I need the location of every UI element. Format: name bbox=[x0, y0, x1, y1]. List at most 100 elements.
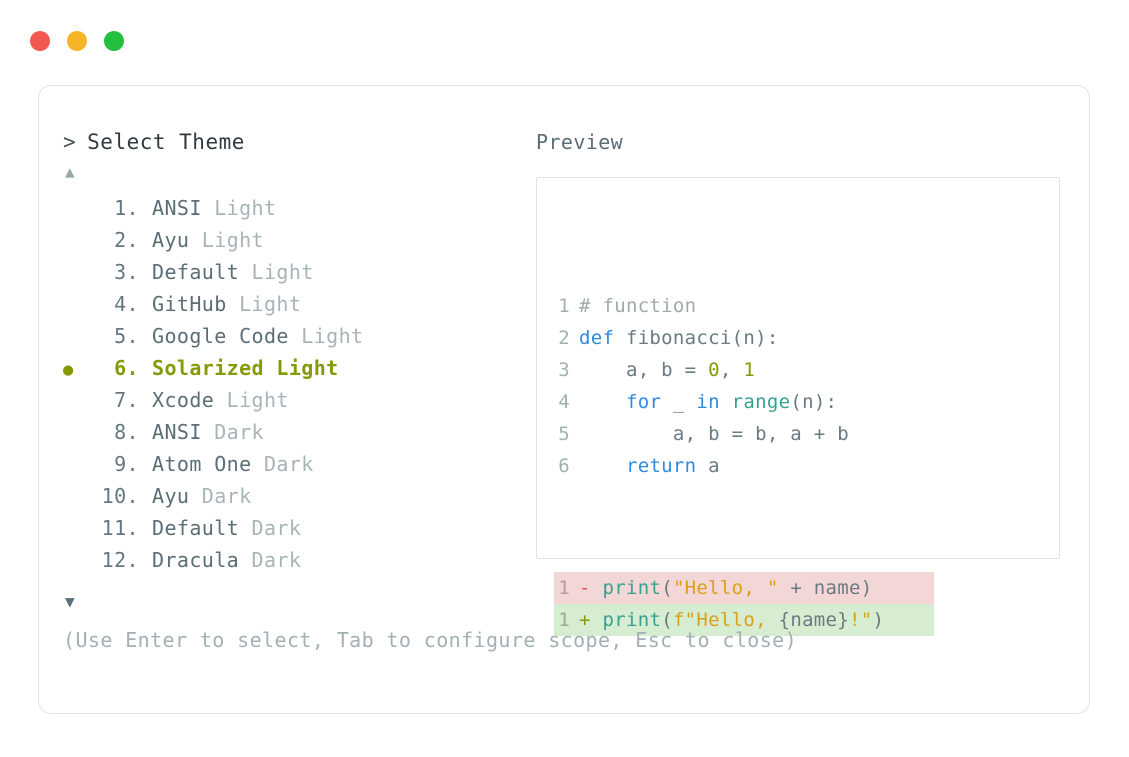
code-line: 3 a, b = 0, 1 bbox=[554, 354, 934, 386]
theme-list-item[interactable]: 12. Dracula Dark bbox=[63, 544, 533, 576]
scroll-up-arrow-icon[interactable]: ▲ bbox=[65, 162, 75, 181]
theme-item-name: Dracula Dark bbox=[152, 548, 302, 572]
code-token: (n): bbox=[790, 391, 838, 413]
theme-item-number: 1. bbox=[114, 196, 139, 220]
theme-item-variant: Dark bbox=[201, 484, 252, 508]
code-token: 1 bbox=[743, 359, 756, 381]
code-token: {name} bbox=[778, 609, 850, 631]
theme-item-number: 2. bbox=[114, 228, 139, 252]
code-token: a bbox=[696, 455, 720, 477]
code-token: f"Hello, bbox=[672, 609, 779, 631]
code-token: 0 bbox=[708, 359, 720, 381]
line-number: 4 bbox=[558, 391, 570, 413]
theme-list-item[interactable]: 10. Ayu Dark bbox=[63, 480, 533, 512]
code-token: # function bbox=[579, 295, 697, 317]
gutter-gap bbox=[570, 418, 579, 450]
code-token: return bbox=[625, 455, 697, 477]
code-token: + name) bbox=[778, 577, 873, 599]
theme-list-item[interactable]: 7.Xcode Light bbox=[63, 384, 533, 416]
diff-block: 1 - print("Hello, " + name)1 + print(f"H… bbox=[554, 572, 934, 636]
theme-list-item[interactable]: 2. Ayu Light bbox=[63, 224, 533, 256]
theme-item-number: 4. bbox=[114, 292, 139, 316]
prompt-caret-icon: > bbox=[63, 130, 77, 154]
code-token: _ bbox=[661, 391, 697, 413]
code-token bbox=[579, 391, 626, 413]
line-number: 3 bbox=[558, 359, 570, 381]
gutter-gap bbox=[570, 450, 579, 482]
diff-removed-line: 1 - print("Hello, " + name) bbox=[554, 572, 934, 604]
code-token: in bbox=[696, 391, 720, 413]
theme-item-name: GitHub Light bbox=[152, 292, 302, 316]
theme-item-number: 12. bbox=[101, 548, 139, 572]
theme-item-variant: Light bbox=[226, 388, 289, 412]
theme-list-item[interactable]: 9.Atom One Dark bbox=[63, 448, 533, 480]
theme-picker-card: > Select Theme ▲ 1.ANSI Light 2. Ayu Light… bbox=[38, 85, 1090, 714]
theme-list-item[interactable]: 8. ANSI Dark bbox=[63, 416, 533, 448]
zoom-button[interactable] bbox=[104, 31, 124, 51]
line-number: 5 bbox=[558, 423, 570, 445]
line-number: 1 bbox=[558, 577, 570, 599]
theme-list-item[interactable]: 1.ANSI Light bbox=[63, 192, 533, 224]
code-line: 5 a, b = b, a + b bbox=[554, 418, 934, 450]
code-token: a, b = b, a + b bbox=[579, 423, 849, 445]
theme-item-name: Ayu Dark bbox=[152, 484, 252, 508]
theme-item-name: Default Dark bbox=[152, 516, 302, 540]
code-token bbox=[720, 391, 732, 413]
theme-item-variant: Dark bbox=[251, 548, 302, 572]
theme-item-number: 7. bbox=[114, 388, 139, 412]
diff-added-line: 1 + print(f"Hello, {name}!") bbox=[554, 604, 934, 636]
line-number: 6 bbox=[558, 455, 570, 477]
code-token: , bbox=[719, 359, 744, 381]
code-token: for bbox=[625, 391, 662, 413]
theme-item-variant: Light bbox=[276, 356, 339, 380]
theme-list-item[interactable]: 4. GitHub Light bbox=[63, 288, 533, 320]
theme-list-item[interactable]: 3.Default Light bbox=[63, 256, 533, 288]
theme-item-name: Solarized Light bbox=[152, 356, 339, 380]
code-line: 4 for _ in range(n): bbox=[554, 386, 934, 418]
theme-item-variant: Light bbox=[251, 260, 314, 284]
theme-item-variant: Dark bbox=[214, 420, 264, 444]
theme-list-item[interactable]: 11. Default Dark bbox=[63, 512, 533, 544]
gutter-gap bbox=[570, 290, 579, 322]
preview-label: Preview bbox=[536, 130, 624, 154]
theme-item-number: 3. bbox=[114, 260, 139, 284]
code-token: a, b = bbox=[579, 359, 709, 381]
code-token: range bbox=[731, 391, 791, 413]
theme-item-name: ANSI Dark bbox=[152, 420, 264, 444]
minimize-button[interactable] bbox=[67, 31, 87, 51]
theme-item-name: Ayu Light bbox=[152, 228, 264, 252]
code-token: ) bbox=[872, 609, 885, 631]
code-token: ( bbox=[661, 577, 673, 599]
theme-item-variant: Light bbox=[301, 324, 364, 348]
code-token: print bbox=[602, 577, 662, 599]
theme-item-variant: Light bbox=[201, 228, 264, 252]
theme-item-name: Google Code Light bbox=[152, 324, 364, 348]
page-title-label: Select Theme bbox=[87, 130, 245, 154]
gutter-gap bbox=[570, 354, 579, 386]
code-line: 1 # function bbox=[554, 290, 934, 322]
theme-list-item[interactable]: 5.Google Code Light bbox=[63, 320, 533, 352]
code-token: !" bbox=[849, 609, 873, 631]
code-line: 6 return a bbox=[554, 450, 934, 482]
code-token: "Hello, " bbox=[672, 577, 779, 599]
gutter-gap bbox=[570, 386, 579, 418]
window-titlebar bbox=[0, 0, 1129, 80]
theme-item-number: 8. bbox=[114, 420, 139, 444]
scroll-down-arrow-icon[interactable]: ▼ bbox=[65, 592, 75, 611]
theme-item-variant: Light bbox=[214, 196, 277, 220]
theme-item-number: 11. bbox=[101, 516, 139, 540]
code-line: 2 def fibonacci(n): bbox=[554, 322, 934, 354]
line-number: 1 bbox=[558, 295, 570, 317]
window-controls bbox=[30, 31, 124, 51]
theme-item-number: 10. bbox=[101, 484, 139, 508]
gutter-gap bbox=[570, 572, 579, 604]
theme-selector-pane: > Select Theme ▲ 1.ANSI Light 2. Ayu Light… bbox=[63, 128, 533, 614]
diff-plus-sign: + bbox=[579, 609, 603, 631]
close-button[interactable] bbox=[30, 31, 50, 51]
keyboard-hint: (Use Enter to select, Tab to configure s… bbox=[63, 628, 798, 652]
theme-list-item[interactable]: ●6.Solarized Light bbox=[63, 352, 533, 384]
